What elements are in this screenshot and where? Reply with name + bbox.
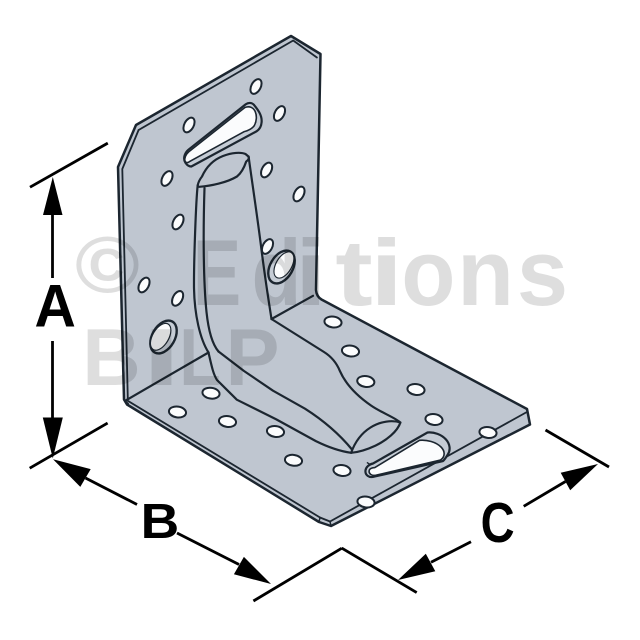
svg-text:©: © <box>75 220 140 309</box>
svg-text:t: t <box>335 221 373 326</box>
svg-text:B: B <box>82 313 141 403</box>
svg-text:A: A <box>35 273 76 340</box>
svg-text:I: I <box>142 312 180 402</box>
svg-text:L: L <box>179 311 221 402</box>
svg-text:s: s <box>517 220 568 325</box>
svg-text:o: o <box>401 221 455 326</box>
svg-text:d: d <box>252 220 302 326</box>
svg-text:B: B <box>141 493 180 549</box>
svg-text:E: E <box>193 220 241 325</box>
svg-text:n: n <box>457 220 514 326</box>
svg-text:C: C <box>481 492 515 555</box>
svg-text:P: P <box>225 313 279 403</box>
svg-text:i: i <box>294 220 327 325</box>
svg-text:i: i <box>370 220 404 325</box>
